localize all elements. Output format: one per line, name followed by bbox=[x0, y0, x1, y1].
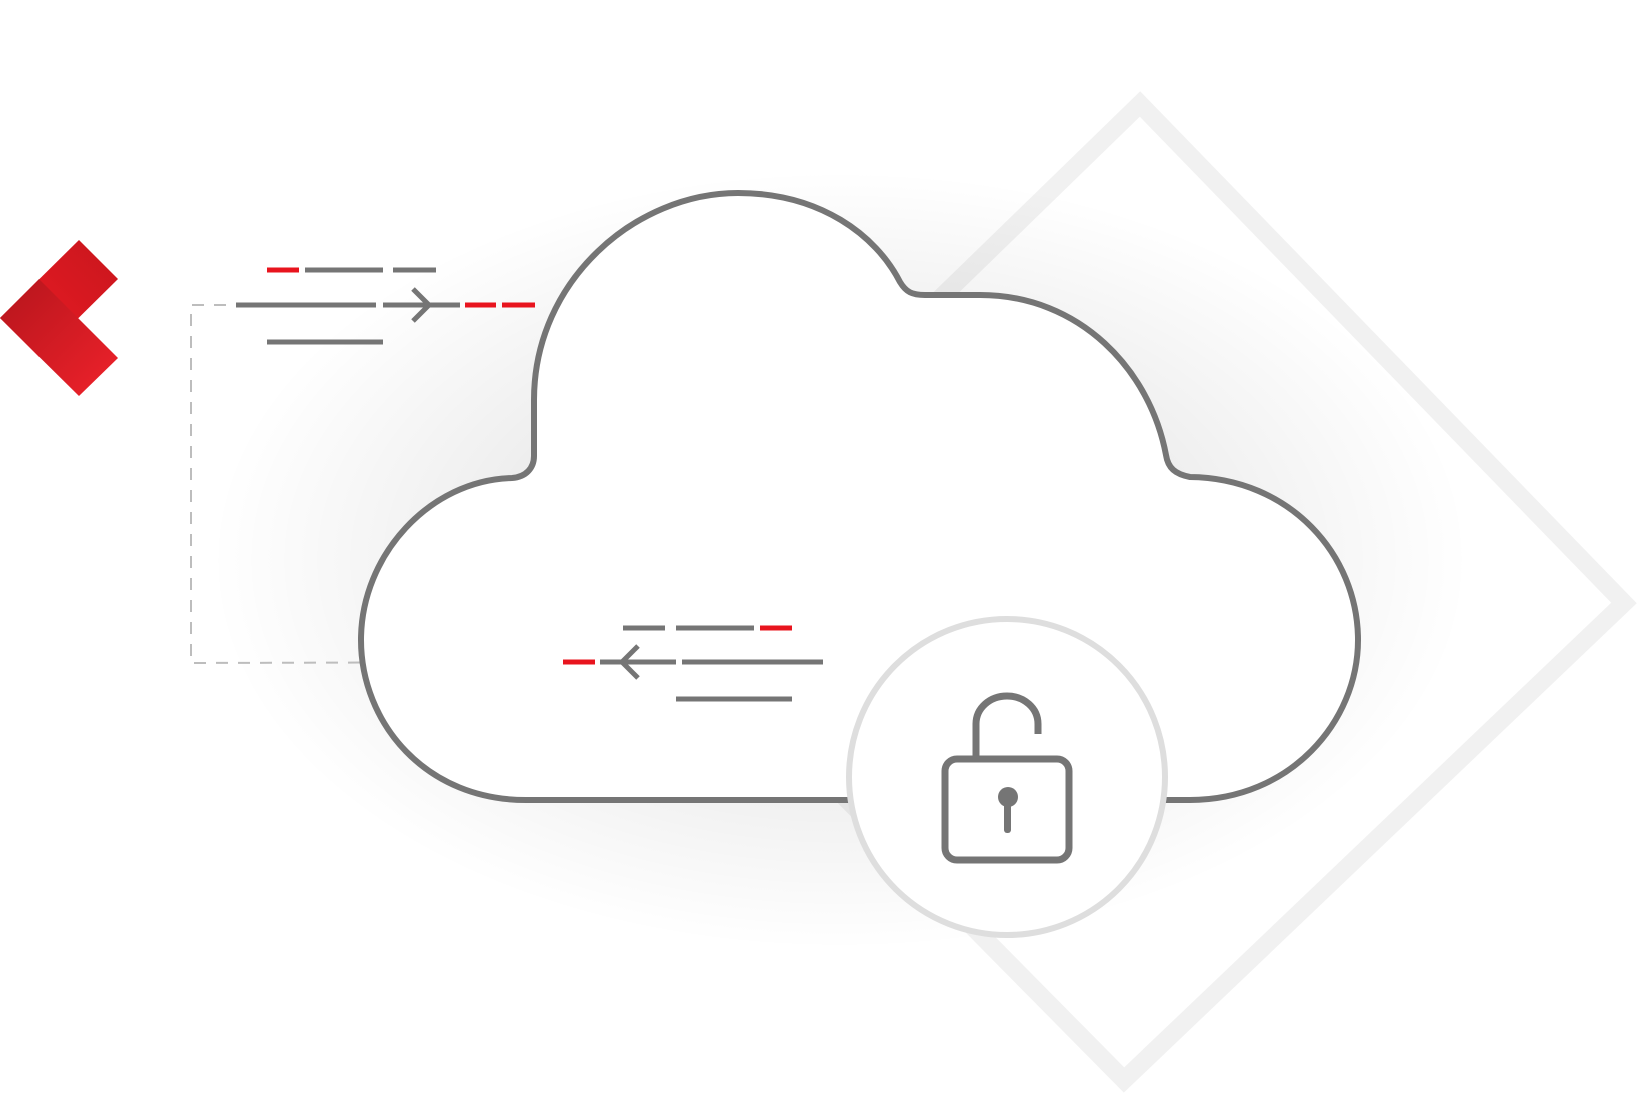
brand-logo-icon bbox=[0, 240, 118, 396]
unlocked-padlock-icon bbox=[941, 692, 1073, 864]
arrow-right-icon bbox=[411, 287, 433, 323]
arrow-left-icon bbox=[618, 644, 640, 680]
incoming-data-flow bbox=[563, 625, 823, 702]
lock-badge bbox=[846, 616, 1168, 938]
outgoing-data-flow bbox=[236, 267, 535, 345]
cloud-icon bbox=[358, 190, 1361, 804]
keyhole-icon bbox=[998, 787, 1018, 833]
